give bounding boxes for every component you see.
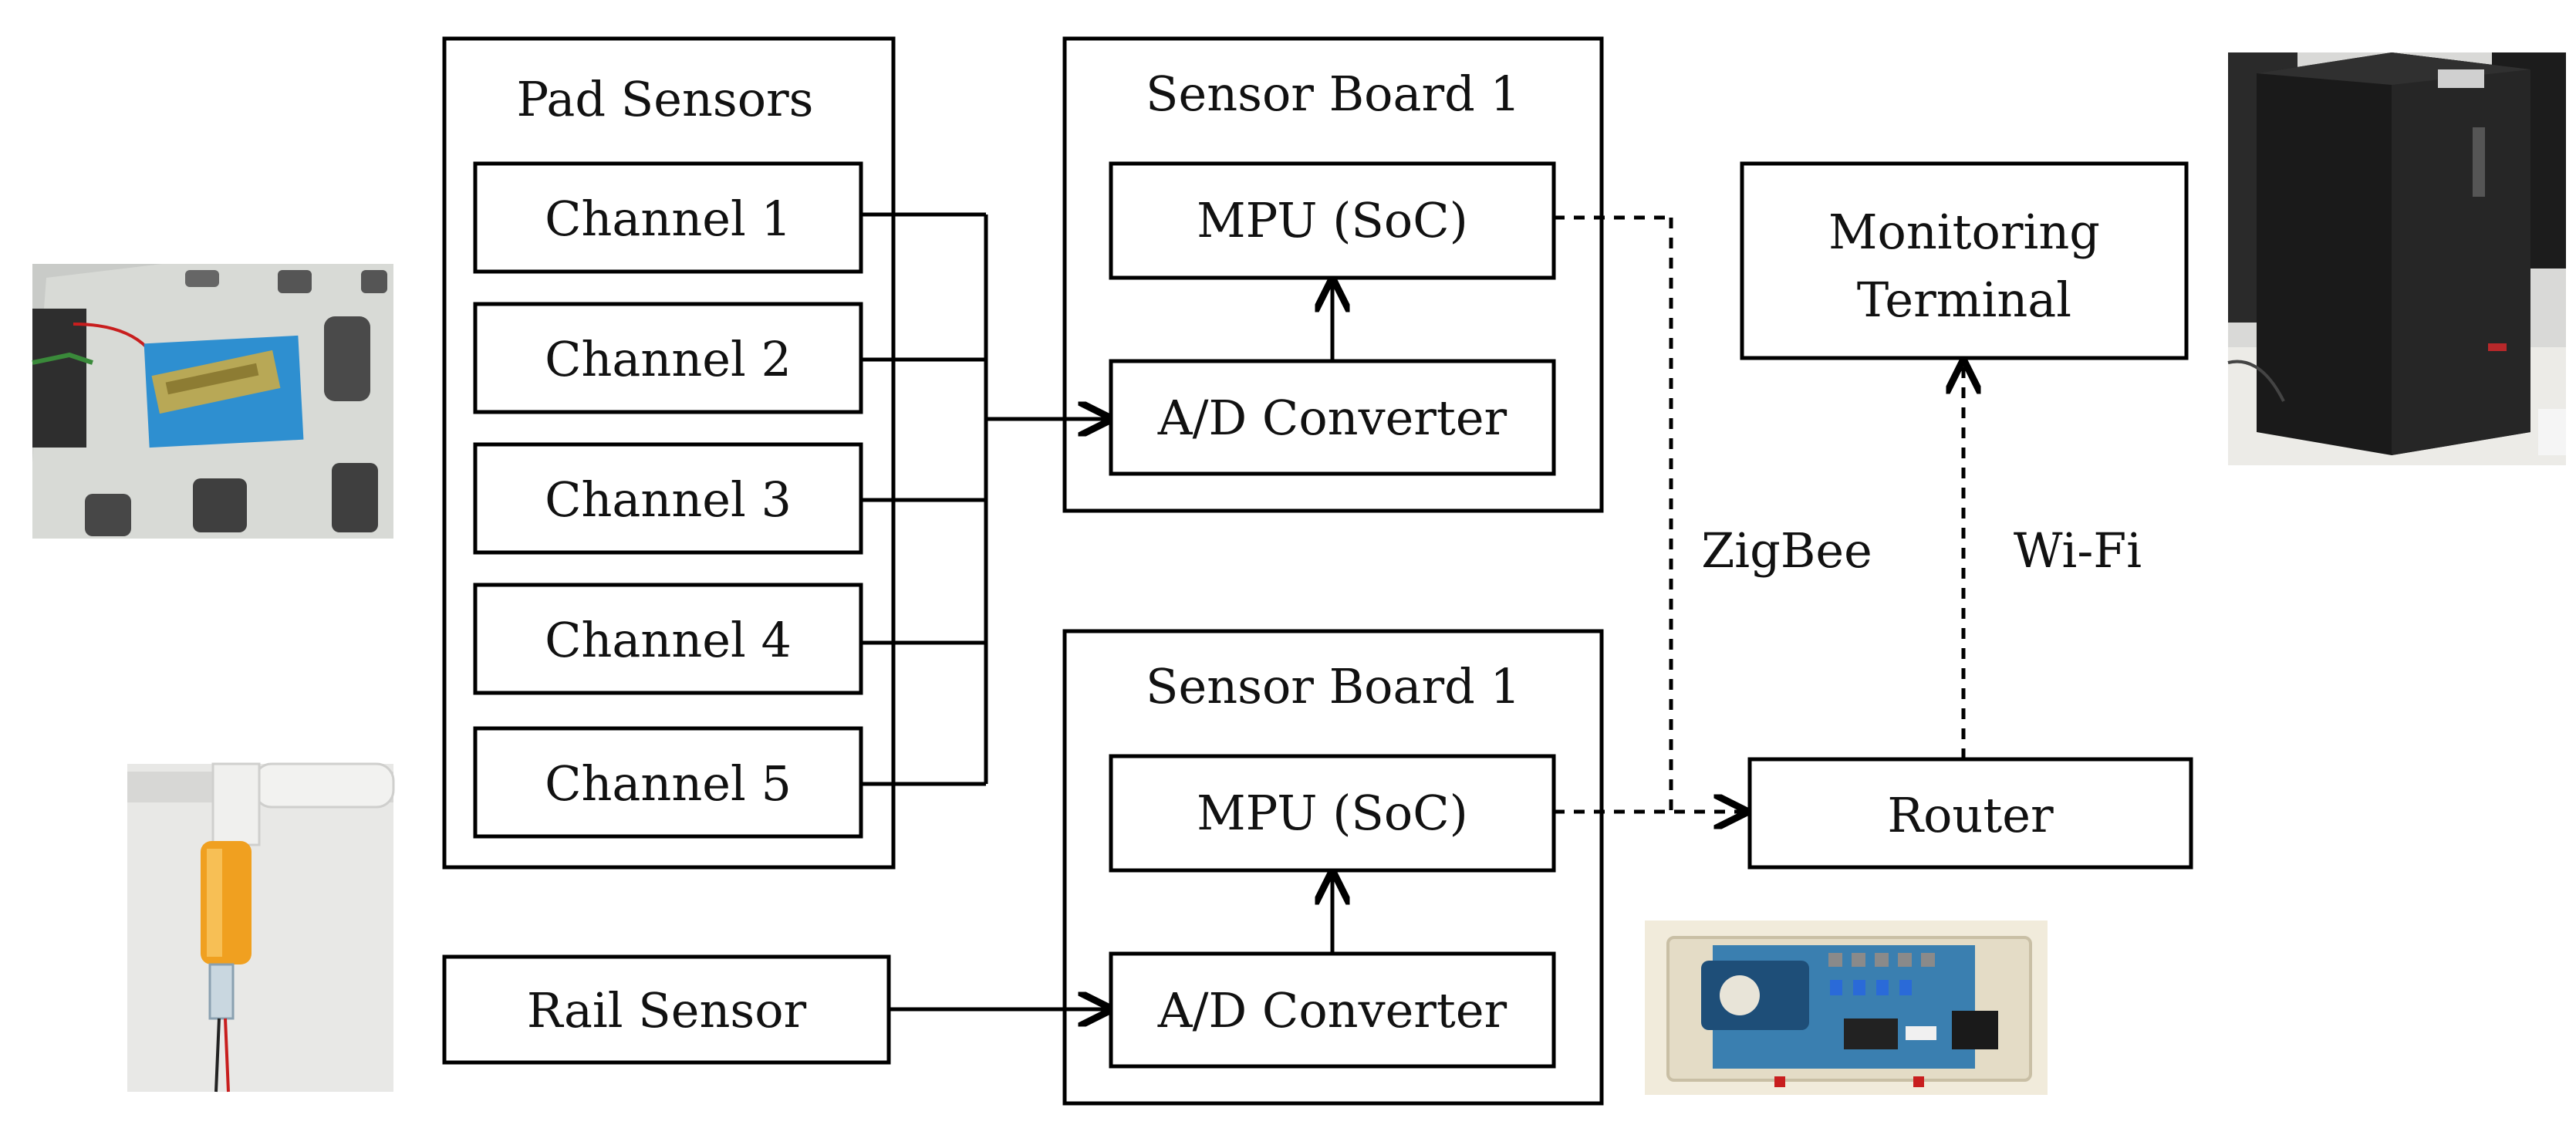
sensor-board-top: Sensor Board 1 MPU (SoC) A/D Converter [1062,36,1604,513]
channel-3-box: Channel 3 [473,442,863,555]
pad-sensors-group: Pad Sensors Channel 1 Channel 2 Channel … [442,36,896,870]
sensor-board-bottom-title: Sensor Board 1 [1146,658,1521,714]
sensor-board-photo [1645,920,2048,1095]
channel-4-label: Channel 4 [545,612,792,668]
monitoring-terminal-line2: Terminal [1857,272,2071,328]
wifi-label: Wi-Fi [2014,522,2142,579]
sensor-board-top-adc: A/D Converter [1109,359,1556,476]
sensor-board-top-mpu: MPU (SoC) [1109,161,1556,280]
pad-sensors-title: Pad Sensors [517,71,814,127]
zigbee-links [1554,215,1745,812]
rail-sensor-photo [127,762,395,1093]
monitoring-terminal-line1: Monitoring [1828,204,2100,260]
sensor-board-bottom: Sensor Board 1 MPU (SoC) A/D Converter [1062,629,1604,1106]
channel-1-label: Channel 1 [545,191,792,247]
channel-5-label: Channel 5 [545,755,792,812]
adc-label: A/D Converter [1157,390,1507,446]
channel-2-label: Channel 2 [545,331,792,387]
zigbee-label: ZigBee [1701,522,1872,579]
sensor-board-bottom-mpu: MPU (SoC) [1109,754,1556,873]
channel-5-box: Channel 5 [473,726,863,839]
channel-4-box: Channel 4 [473,583,863,695]
adc-label: A/D Converter [1157,982,1507,1039]
channel-2-box: Channel 2 [473,302,863,414]
pad-sensor-photo [32,264,393,539]
rail-sensor-label: Rail Sensor [527,982,807,1039]
channel-1-box: Channel 1 [473,161,863,274]
channel-3-label: Channel 3 [545,471,792,528]
monitoring-terminal-box: Monitoring Terminal [1740,161,2189,360]
pc-photo [2227,52,2566,465]
channel-bus [861,212,1109,786]
mpu-label: MPU (SoC) [1197,785,1468,841]
router-box: Router [1747,757,2193,870]
rail-sensor-box: Rail Sensor [442,954,891,1065]
mpu-label: MPU (SoC) [1197,192,1468,248]
sensor-board-top-title: Sensor Board 1 [1146,66,1521,122]
sensor-board-bottom-adc: A/D Converter [1109,951,1556,1069]
router-label: Router [1887,787,2054,843]
